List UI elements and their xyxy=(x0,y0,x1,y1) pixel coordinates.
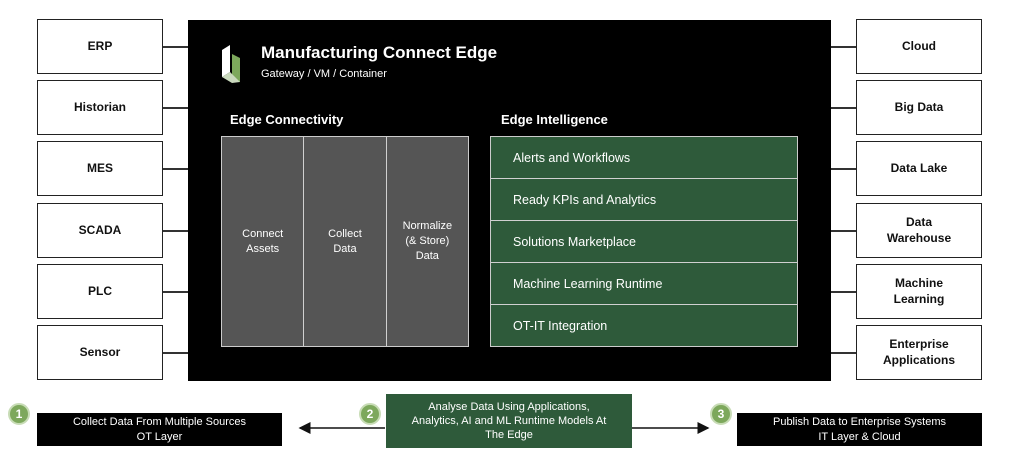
connectivity-title: Edge Connectivity xyxy=(230,112,344,127)
connector-line xyxy=(830,168,856,170)
step-3-badge: 3 xyxy=(710,403,732,425)
target-data-lake: Data Lake xyxy=(856,141,982,196)
connector-line xyxy=(830,291,856,293)
connector-line xyxy=(830,352,856,354)
connector-line xyxy=(830,230,856,232)
brand-logo-icon xyxy=(222,45,240,83)
intelligence-title: Edge Intelligence xyxy=(501,112,608,127)
target-cloud: Cloud xyxy=(856,19,982,74)
step-2-badge: 2 xyxy=(359,403,381,425)
target-machine-learning: Machine Learning xyxy=(856,264,982,319)
connector-line xyxy=(830,107,856,109)
intelligence-row: Machine Learning Runtime xyxy=(491,263,797,305)
connector-line xyxy=(830,46,856,48)
page-subtitle: Gateway / VM / Container xyxy=(261,68,387,80)
step-1-box: Collect Data From Multiple Sources OT La… xyxy=(37,413,282,446)
intelligence-row: Solutions Marketplace xyxy=(491,221,797,263)
source-scada: SCADA xyxy=(37,203,163,258)
connector-line xyxy=(163,291,189,293)
source-plc: PLC xyxy=(37,264,163,319)
step-1-badge: 1 xyxy=(8,403,30,425)
connector-line xyxy=(163,230,189,232)
target-enterprise-applications: Enterprise Applications xyxy=(856,325,982,380)
edge-panel: Manufacturing Connect Edge Gateway / VM … xyxy=(188,20,831,381)
intelligence-group: Alerts and Workflows Ready KPIs and Anal… xyxy=(490,136,798,347)
target-data-warehouse: Data Warehouse xyxy=(856,203,982,258)
connector-line xyxy=(163,168,189,170)
normalize-data-cell: Normalize (& Store) Data xyxy=(386,137,468,346)
connectivity-group: Connect Assets Collect Data Normalize (&… xyxy=(221,136,469,347)
collect-data-cell: Collect Data xyxy=(304,137,387,346)
target-big-data: Big Data xyxy=(856,80,982,135)
connector-line xyxy=(163,46,189,48)
source-historian: Historian xyxy=(37,80,163,135)
source-sensor: Sensor xyxy=(37,325,163,380)
source-mes: MES xyxy=(37,141,163,196)
connect-assets-cell: Connect Assets xyxy=(222,137,305,346)
connector-line xyxy=(163,352,189,354)
intelligence-row: Alerts and Workflows xyxy=(491,137,797,179)
source-erp: ERP xyxy=(37,19,163,74)
intelligence-row: OT-IT Integration xyxy=(491,305,797,346)
step-3-box: Publish Data to Enterprise Systems IT La… xyxy=(737,413,982,446)
intelligence-row: Ready KPIs and Analytics xyxy=(491,179,797,221)
connector-line xyxy=(163,107,189,109)
page-title: Manufacturing Connect Edge xyxy=(261,43,498,62)
step-2-box: Analyse Data Using Applications, Analyti… xyxy=(386,394,632,448)
